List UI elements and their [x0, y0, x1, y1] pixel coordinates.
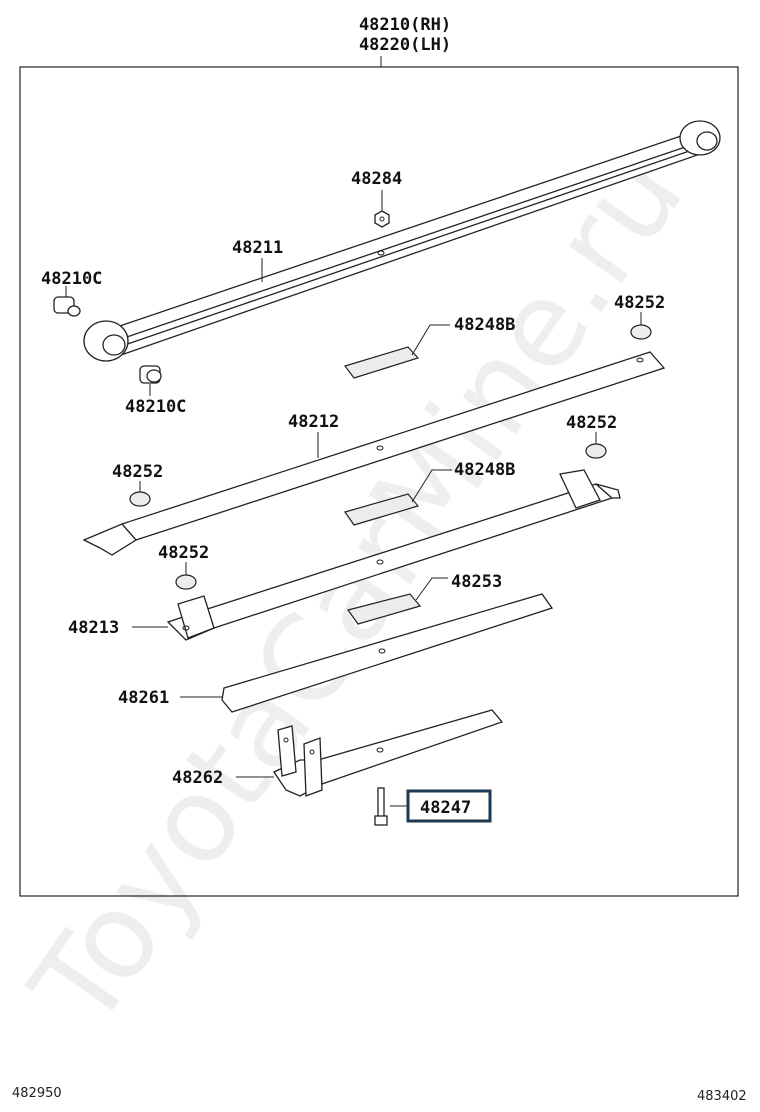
label-48252-lower-left: 48252 — [158, 543, 209, 563]
label-48210c-upper: 48210C — [41, 269, 102, 289]
footer-code-right: 483402 — [697, 1089, 747, 1104]
assembly-label-lh: 48220(LH) — [359, 35, 451, 55]
label-48211: 48211 — [232, 238, 283, 258]
label-48248b-upper: 48248B — [454, 315, 515, 335]
leaf-48211[interactable] — [83, 120, 721, 362]
leaf-48261[interactable] — [221, 593, 554, 713]
diagram-frame — [19, 66, 739, 897]
clip-48252-top-right[interactable] — [630, 324, 652, 340]
clip-48252-lower-left[interactable] — [175, 574, 197, 590]
bushing-48210c-upper[interactable] — [53, 296, 81, 317]
label-48261: 48261 — [118, 688, 169, 708]
leaf-48262[interactable] — [273, 709, 504, 797]
spacer-48248b-lower[interactable] — [344, 493, 420, 526]
spacer-48248b-upper[interactable] — [344, 346, 420, 379]
label-48248b-lower: 48248B — [454, 460, 515, 480]
plate-48253[interactable] — [347, 593, 422, 625]
clip-48252-mid-right[interactable] — [585, 443, 607, 459]
clip-48252-left[interactable] — [129, 491, 151, 507]
label-48247: 48247 — [420, 798, 471, 818]
label-48213: 48213 — [68, 618, 119, 638]
leaf-48212[interactable] — [82, 351, 666, 556]
footer-code-left: 482950 — [12, 1086, 62, 1101]
label-48252-mid-right: 48252 — [566, 413, 617, 433]
label-48212: 48212 — [288, 412, 339, 432]
nut-48284[interactable] — [374, 210, 390, 228]
leaf-48213[interactable] — [166, 469, 621, 641]
label-48262: 48262 — [172, 768, 223, 788]
bolt-48247[interactable] — [374, 787, 388, 826]
label-48252-top-right: 48252 — [614, 293, 665, 313]
highlight-box-48247[interactable] — [406, 789, 492, 823]
label-48284: 48284 — [351, 169, 402, 189]
assembly-label-rh: 48210(RH) — [359, 15, 451, 35]
label-48253: 48253 — [451, 572, 502, 592]
label-48210c-lower: 48210C — [125, 397, 186, 417]
bushing-48210c-lower[interactable] — [139, 365, 162, 384]
label-48252-left: 48252 — [112, 462, 163, 482]
